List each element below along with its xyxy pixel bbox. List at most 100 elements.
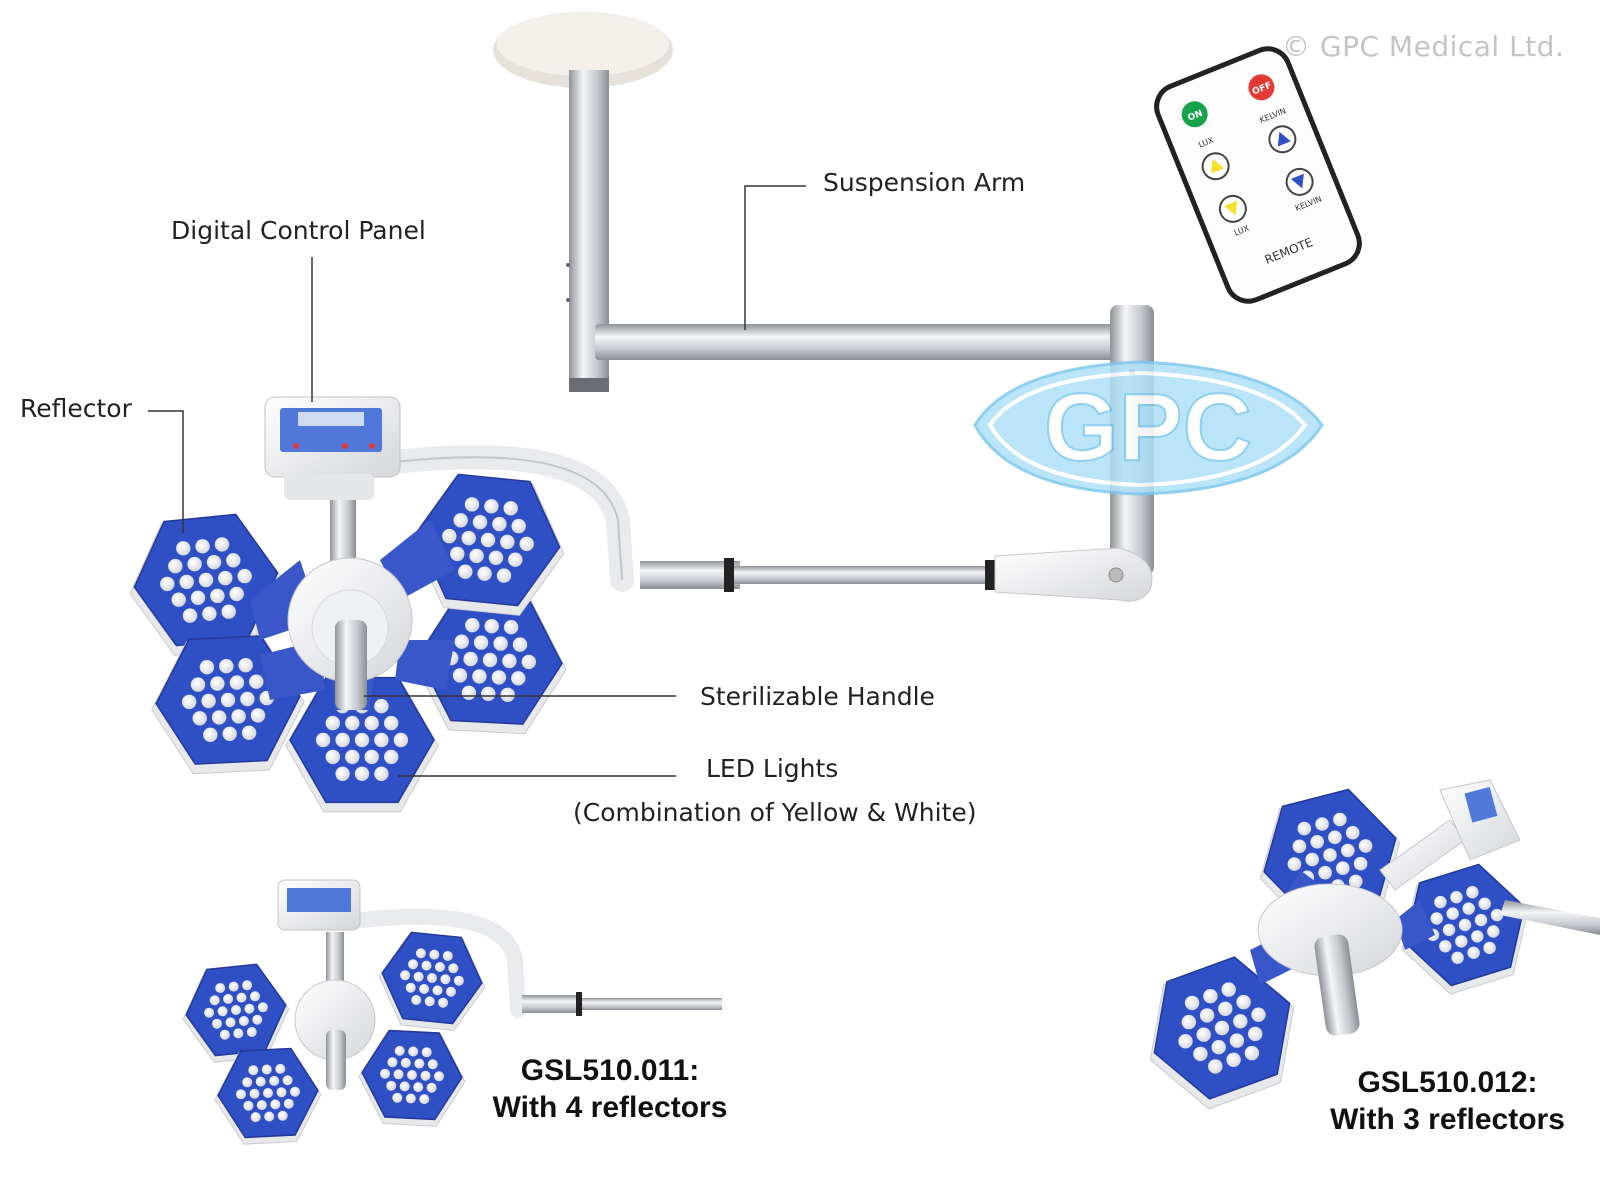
- led-light: [233, 1028, 244, 1039]
- reflector-top-left: [129, 513, 283, 656]
- led-light: [249, 1088, 260, 1099]
- led-light: [256, 1100, 267, 1111]
- led-light: [384, 749, 399, 765]
- led-light: [374, 766, 389, 781]
- led-light: [246, 1027, 257, 1037]
- led-light: [469, 548, 484, 564]
- led-light: [1474, 913, 1488, 927]
- led-light: [335, 766, 350, 781]
- model-012-light: [1149, 779, 1600, 1110]
- led-light: [190, 677, 206, 692]
- led-light: [345, 715, 360, 731]
- led-lights-note: (Combination of Yellow & White): [573, 798, 977, 827]
- led-light: [182, 608, 198, 623]
- small-reflector-top-right: [378, 931, 486, 1031]
- led-light: [190, 590, 206, 605]
- led-light: [229, 586, 244, 602]
- led-light: [405, 982, 416, 993]
- led-light: [1226, 1052, 1241, 1068]
- led-light: [1181, 1014, 1197, 1030]
- led-light: [413, 971, 424, 982]
- led-light: [1221, 982, 1236, 997]
- led-light: [511, 518, 526, 534]
- led-light: [1193, 1046, 1208, 1062]
- led-light: [283, 1098, 294, 1109]
- led-light: [354, 766, 370, 781]
- led-light: [380, 1068, 390, 1079]
- led-light: [211, 710, 227, 725]
- led-light: [176, 541, 191, 556]
- reflector-bottom: [285, 676, 439, 813]
- led-light: [354, 732, 370, 748]
- led-light: [434, 962, 445, 972]
- triple-reflector-left: [1149, 956, 1295, 1110]
- digital-control-panel-label: Digital Control Panel: [171, 216, 426, 245]
- led-light: [415, 948, 426, 959]
- led-light: [335, 732, 350, 748]
- led-light: [168, 558, 183, 574]
- led-light: [500, 687, 515, 702]
- led-light: [434, 1071, 444, 1082]
- led-light: [453, 513, 468, 528]
- led-light: [400, 1057, 411, 1068]
- led-light: [1248, 1026, 1263, 1042]
- ceiling-mount: [493, 12, 673, 88]
- led-light: [315, 732, 331, 748]
- led-light: [503, 620, 519, 635]
- led-light: [438, 997, 449, 1008]
- led-light: [500, 534, 515, 550]
- led-light: [446, 986, 456, 997]
- led-light: [1345, 825, 1360, 840]
- led-light: [1178, 1034, 1193, 1049]
- led-light: [241, 725, 257, 740]
- led-light: [512, 637, 528, 652]
- gpc-watermark-text: GPC: [1044, 374, 1252, 481]
- sterilizable-handle: [335, 620, 367, 710]
- led-light: [221, 604, 236, 619]
- led-light: [201, 693, 216, 709]
- led-light: [204, 1007, 215, 1018]
- led-light: [219, 1029, 230, 1040]
- led-light: [472, 669, 487, 684]
- led-light: [1434, 895, 1447, 909]
- led-lights-label: LED Lights: [706, 754, 839, 783]
- led-light: [1229, 1033, 1245, 1048]
- led-light: [464, 497, 480, 512]
- led-light: [203, 727, 218, 742]
- model-012-code: GSL510.012:: [1357, 1066, 1538, 1099]
- led-light: [419, 1094, 430, 1105]
- led-light: [1353, 856, 1368, 871]
- led-light: [1236, 994, 1251, 1010]
- led-light: [374, 732, 389, 748]
- led-light: [492, 516, 507, 532]
- led-light: [1211, 1040, 1226, 1055]
- led-light: [387, 1057, 398, 1068]
- led-light: [393, 732, 409, 748]
- led-light: [210, 588, 225, 604]
- led-light: [429, 949, 440, 960]
- led-light: [491, 670, 507, 685]
- led-light: [374, 699, 389, 714]
- led-light: [364, 715, 379, 731]
- led-light: [290, 1086, 300, 1097]
- led-light: [282, 1075, 293, 1086]
- led-light: [384, 715, 399, 731]
- led-light: [419, 984, 430, 994]
- led-light: [242, 980, 253, 991]
- led-light: [493, 636, 508, 651]
- model-012-desc: With 3 reflectors: [1330, 1103, 1565, 1136]
- led-light: [345, 749, 360, 765]
- led-light: [210, 676, 225, 691]
- led-light: [255, 1076, 266, 1087]
- led-light: [231, 709, 246, 724]
- led-light: [458, 564, 473, 579]
- led-light: [209, 995, 220, 1006]
- copyright-text: © GPC Medical Ltd.: [1282, 30, 1565, 63]
- led-light: [202, 606, 217, 621]
- led-light: [1333, 812, 1347, 827]
- led-light: [223, 994, 234, 1004]
- led-light: [1218, 1001, 1233, 1016]
- led-light: [508, 552, 523, 567]
- led-light: [325, 715, 340, 731]
